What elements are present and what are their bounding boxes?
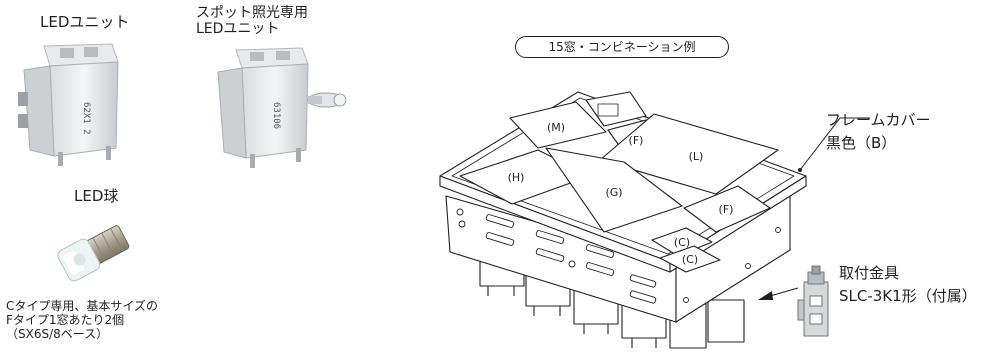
window-label-m: (M) [547,121,565,134]
led-unit-print: 62X1 2 [81,102,91,135]
led-bulb-note: Cタイプ専用、基本サイズの Fタイプ1窓あたり2個 （SX6S/8ベース） [6,299,159,341]
mounting-bracket-label-line2: SLC-3K1形（付属） [839,287,977,306]
led-unit-label: LEDユニット [40,13,130,31]
window-c2 [659,245,721,273]
led-bulb-label: LED球 [74,187,119,205]
spot-led-unit-image: 63106 [217,47,347,168]
window-m [509,101,607,149]
led-bulb-note-line1: Cタイプ専用、基本サイズの [6,299,159,313]
window-c1 [651,227,713,257]
spot-led-unit-label-line1: スポット照光専用 [196,5,308,21]
frame-cover-label-line2: 黒色（B） [826,133,897,152]
window-label-c2: (C) [682,253,698,266]
window-label-f-bottom: (F) [719,203,734,216]
mounting-bracket-image [797,265,829,337]
window-label-c1: (C) [674,236,690,249]
bracket-leader [769,287,799,297]
window-f-bottom [683,185,771,233]
window-grid [459,91,779,273]
spot-led-unit-label: スポット照光専用 LEDユニット [196,5,308,37]
frame-cover-label: フレームカバー 黒色（B） [826,109,931,154]
spot-led-unit-label-line2: LEDユニット [196,20,280,37]
window-label-h: (H) [508,171,525,184]
led-bulb-note-line3: （SX6S/8ベース） [6,326,109,341]
window-l [599,113,779,195]
spot-led-unit-print: 63106 [271,102,281,129]
led-bulb-note-line2: Fタイプ1窓あたり2個 [6,312,125,327]
window-label-f-top: (F) [629,134,644,147]
mounting-bracket-label: 取付金具 SLC-3K1形（付属） [839,262,977,309]
window-label-g: (G) [605,186,622,199]
frame-cover-leader [799,117,870,171]
window-g [545,147,683,233]
mounting-bracket-label-line1: 取付金具 [839,264,900,282]
diagram-title-pill: 15窓・コンビネーション例 [515,36,729,58]
window-label-l: (L) [689,150,704,163]
frame-cover-label-line1: フレームカバー [826,111,931,129]
led-bulb-image [57,225,130,282]
led-unit-image: 62X1 2 [18,43,119,166]
